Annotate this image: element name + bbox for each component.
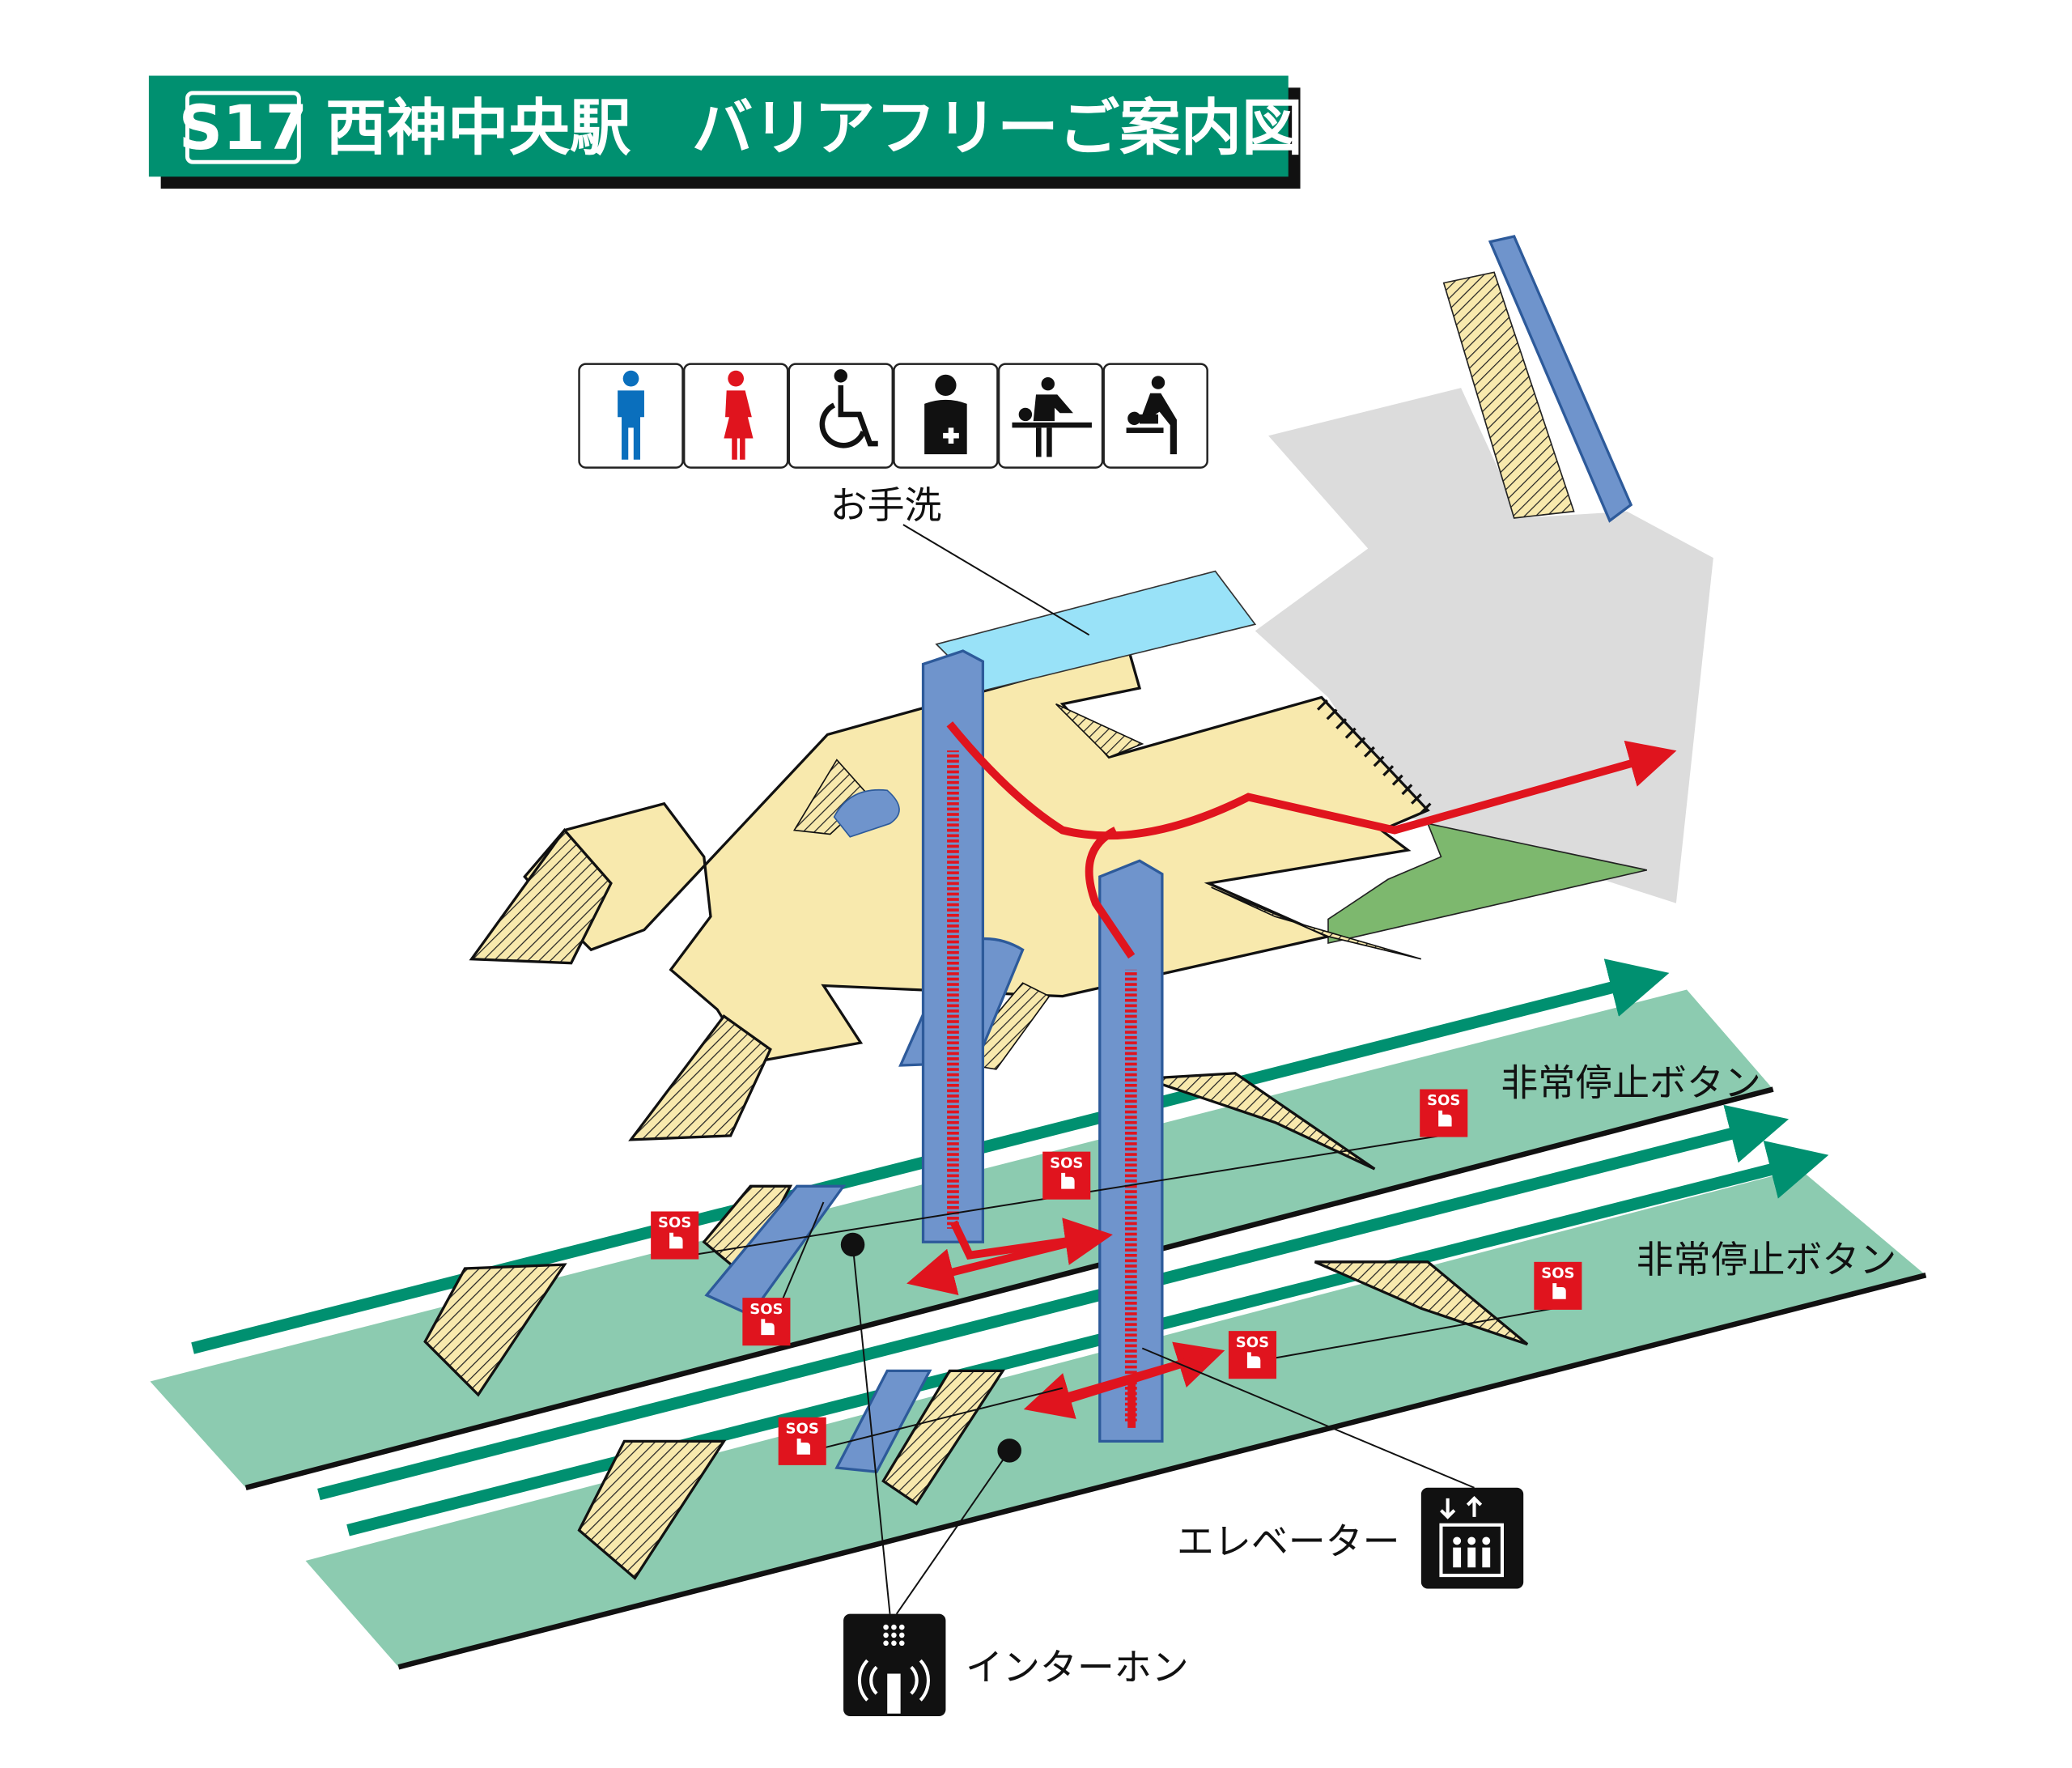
- intercom-location: [840, 1232, 865, 1257]
- sos-label: SOS: [749, 1301, 783, 1318]
- sos-button-icon: SOS: [651, 1211, 699, 1260]
- stairs: [1442, 271, 1575, 519]
- intercom-location: [997, 1439, 1021, 1463]
- woman-icon: [724, 370, 754, 460]
- escalator: [1488, 235, 1633, 523]
- man-icon: [618, 370, 644, 460]
- elevator-shaft-left: [921, 649, 985, 1243]
- toilet-label: お手洗: [830, 483, 942, 527]
- platform-stairs: [423, 1072, 1529, 1580]
- emergency-stop-label: 非常停止ボタン: [1501, 1061, 1761, 1105]
- elevator-icon: [1420, 1487, 1524, 1589]
- sos-label: SOS: [658, 1214, 691, 1231]
- sos-button-icon: SOS: [1228, 1331, 1276, 1379]
- intercom-label: インターホン: [966, 1646, 1189, 1689]
- train-direction-arrows: [191, 958, 1829, 1536]
- station-code: S17: [179, 92, 308, 164]
- sos-label: SOS: [786, 1421, 819, 1438]
- concourse-escalator: [833, 788, 900, 838]
- baby-changing-icon: [1126, 376, 1177, 455]
- facility-icons: [578, 363, 1208, 469]
- station-code-box: [185, 91, 301, 164]
- ostomate-icon: [924, 374, 967, 455]
- sos-label: SOS: [1050, 1154, 1083, 1171]
- sos-label: SOS: [1541, 1265, 1574, 1282]
- accessible-route: [906, 721, 1677, 1428]
- sos-button-icon: SOS: [1534, 1261, 1582, 1310]
- sos-button-icon: SOS: [778, 1417, 826, 1465]
- sos-label: SOS: [1236, 1334, 1269, 1351]
- wheelchair-icon: [819, 369, 878, 448]
- title-banner: S17 西神中央駅 バリアフリーご案内図: [148, 75, 1303, 189]
- sos-button-icon: SOS: [1042, 1151, 1091, 1200]
- page-title: 西神中央駅 バリアフリーご案内図: [325, 92, 1303, 164]
- sos-label: SOS: [1427, 1092, 1460, 1109]
- adult-changing-icon: [1012, 377, 1092, 457]
- platform-escalators: [704, 1184, 932, 1473]
- sos-button-icon: SOS: [742, 1298, 791, 1346]
- elevator-shaft-right: [1098, 859, 1164, 1443]
- sos-button-icon: SOS: [1420, 1089, 1468, 1137]
- elevator-label: エレベーター: [1177, 1519, 1400, 1563]
- emergency-stop-label: 非常停止ボタン: [1637, 1238, 1897, 1281]
- intercom-icon: [843, 1613, 946, 1717]
